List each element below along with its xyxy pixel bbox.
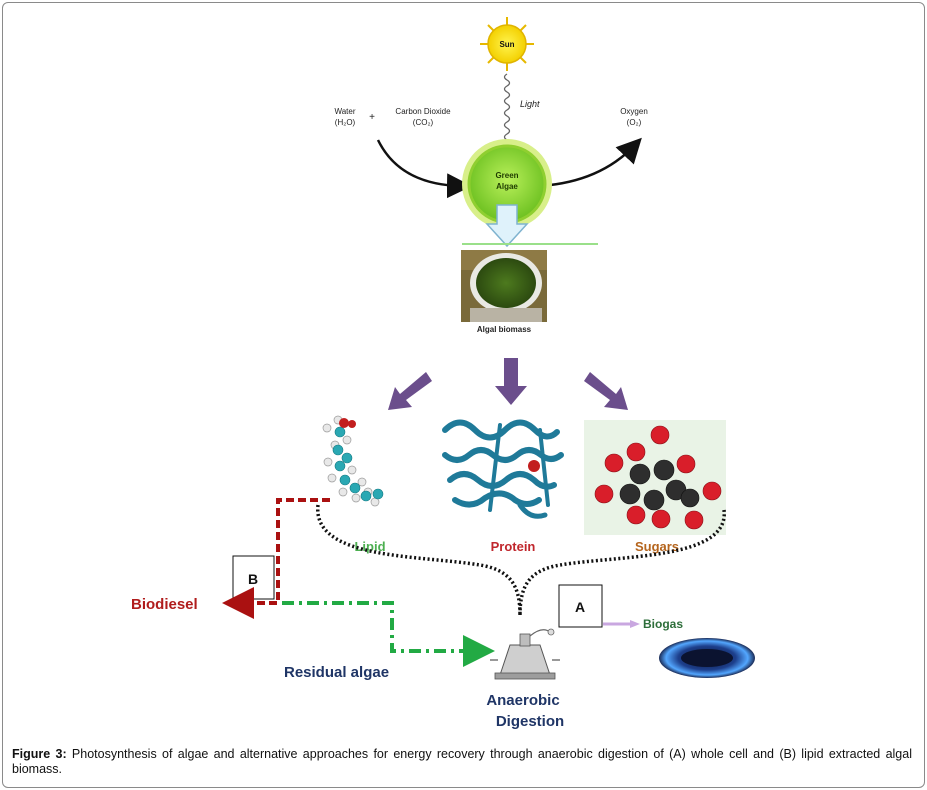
protein-structure-icon bbox=[442, 419, 564, 519]
output-arrow bbox=[539, 137, 642, 188]
figure-caption: Figure 3: Photosynthesis of algae and al… bbox=[12, 747, 912, 777]
algae-diagram: Sun Light Water (H₂O) + Carbon Dioxide (… bbox=[131, 17, 755, 730]
plus-sign: + bbox=[369, 112, 375, 123]
digester-icon bbox=[490, 628, 560, 680]
down-arrow bbox=[485, 204, 529, 248]
sugars-label: Sugars bbox=[635, 539, 679, 554]
biodiesel-label: Biodiesel bbox=[131, 596, 198, 613]
lipid-to-biodiesel-path bbox=[222, 498, 330, 619]
dotted-brace bbox=[316, 504, 726, 616]
caption-text: Photosynthesis of algae and alternative … bbox=[12, 747, 912, 776]
algae-label: Algae bbox=[496, 182, 518, 191]
light-wave bbox=[503, 73, 511, 147]
protein-highlight bbox=[528, 460, 540, 472]
input-arrow bbox=[376, 139, 472, 199]
oxygen-formula: (O₂) bbox=[627, 118, 642, 127]
figure-panel bbox=[130, 14, 794, 741]
sun-label: Sun bbox=[499, 40, 514, 49]
water-label: Water bbox=[334, 107, 355, 116]
box-a bbox=[558, 584, 603, 628]
sugar-molecule-icon bbox=[584, 420, 726, 535]
green-algae-label: Green bbox=[495, 171, 518, 180]
co2-formula: (CO₂) bbox=[413, 118, 434, 127]
box-a-label: A bbox=[575, 599, 585, 615]
water-formula: (H₂O) bbox=[335, 118, 356, 127]
caption-prefix: Figure 3: bbox=[12, 747, 67, 761]
residual-algae-label: Residual algae bbox=[284, 664, 389, 681]
split-arrows bbox=[388, 358, 628, 410]
algal-biomass-photo bbox=[461, 250, 547, 322]
protein-label: Protein bbox=[491, 539, 536, 554]
lipid-molecule-icon bbox=[322, 415, 384, 507]
oxygen-label: Oxygen bbox=[620, 107, 648, 116]
gas-flame-icon bbox=[659, 638, 755, 678]
sun-icon bbox=[480, 17, 534, 71]
box-b-label: B bbox=[248, 571, 258, 587]
residual-algae-path bbox=[282, 601, 495, 667]
light-label: Light bbox=[520, 99, 540, 109]
biogas-arrowhead bbox=[630, 620, 640, 628]
digestion-label: Digestion bbox=[496, 713, 564, 730]
biogas-label: Biogas bbox=[643, 617, 683, 631]
anaerobic-label: Anaerobic bbox=[486, 692, 559, 709]
algal-biomass-label: Algal biomass bbox=[477, 325, 532, 334]
co2-label: Carbon Dioxide bbox=[395, 107, 451, 116]
